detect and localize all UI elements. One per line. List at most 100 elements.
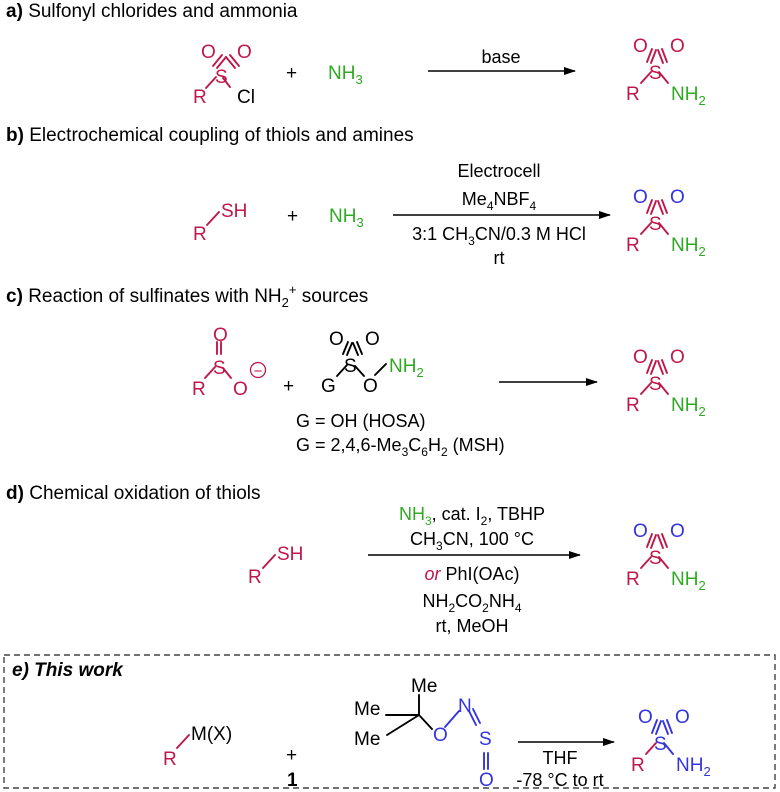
atom-nh2: NH2 [671, 395, 706, 419]
section-a-title: Sulfonyl chlorides and ammonia [28, 1, 298, 22]
bond [657, 534, 664, 549]
compound-number: 1 [287, 770, 298, 791]
section-a: a) Sulfonyl chlorides and ammonia R S O … [6, 1, 706, 108]
bond [468, 710, 477, 726]
bond [657, 200, 664, 215]
atom-s: S [344, 356, 357, 377]
bond [342, 341, 349, 355]
atom-o: O [233, 379, 248, 400]
bond [646, 359, 653, 374]
atom-o: O [670, 347, 685, 368]
atom-s: S [213, 358, 226, 379]
bond [662, 720, 669, 735]
atom-o: O [633, 347, 648, 368]
atom-s: S [649, 214, 662, 235]
atom-o: O [633, 521, 648, 542]
atom-s: S [649, 548, 662, 569]
bond [646, 199, 653, 214]
bond [658, 556, 669, 569]
sulfinate-structure: R S O O − [192, 325, 267, 400]
bond [661, 359, 668, 374]
atom-o: O [213, 325, 228, 346]
bond [663, 742, 674, 755]
condition-temperature-range: -78 °C to rt [516, 770, 603, 790]
note-hosa: G = OH (HOSA) [296, 411, 426, 431]
atom-o: O [329, 329, 344, 350]
condition-ammonium-carbamate: NH2CO2NH4 [422, 591, 521, 615]
sulfonamide-product: R S O O NH2 [626, 347, 706, 419]
bond [646, 533, 653, 548]
atom-r: R [626, 84, 640, 105]
sulfonamide-product: R S O O NH2 [626, 36, 706, 108]
aminating-reagent-structure: G S O O O NH2 [321, 329, 424, 397]
ammonia-reagent: NH3 [328, 63, 363, 87]
organometallic-structure: R M(X) [163, 724, 232, 770]
bond [645, 742, 657, 755]
bond [354, 365, 365, 377]
bond [225, 56, 236, 69]
atom-r: R [248, 567, 262, 588]
atom-r: R [626, 569, 640, 590]
section-c: c) Reaction of sulfinates with NH2+ sour… [6, 282, 706, 459]
section-c-title: Reaction of sulfinates with NH2+ sources [28, 282, 368, 310]
atom-s: S [215, 67, 228, 88]
condition-electrocell: Electrocell [457, 161, 540, 181]
atom-sh: SH [221, 201, 247, 222]
thiol-structure: R SH [193, 201, 247, 245]
bond [336, 364, 348, 377]
section-b: b) Electrochemical coupling of thiols an… [6, 125, 706, 268]
condition-solvent-thf: THF [543, 748, 578, 768]
bond [661, 199, 668, 214]
ammonia-reagent: NH3 [329, 206, 364, 230]
plus-sign: + [286, 63, 297, 84]
atom-g: G [321, 376, 336, 397]
atom-nh2: NH2 [389, 356, 424, 380]
atom-r: R [631, 755, 645, 776]
atom-s: S [479, 729, 492, 750]
condition-electrolyte: Me4NBF4 [462, 189, 537, 213]
bond [229, 54, 240, 67]
atom-o: O [670, 521, 685, 542]
condition-temperature: rt [494, 248, 505, 268]
charge-minus: − [254, 363, 263, 380]
bond [356, 341, 363, 355]
atom-s: S [654, 734, 667, 755]
atom-o: O [675, 707, 690, 728]
condition-oxidant-system: NH3, cat. I2, TBHP [399, 504, 545, 528]
bond [418, 714, 433, 730]
atom-o: O [433, 725, 448, 746]
atom-o: O [363, 376, 378, 397]
bond [352, 342, 359, 356]
atom-sh: SH [277, 544, 303, 565]
atom-o: O [633, 36, 648, 57]
bond [658, 71, 669, 84]
tbuonso-reagent-structure: Me Me Me O N S O [354, 676, 494, 791]
bond [661, 533, 668, 548]
condition-alternative: or PhI(OAc) [424, 564, 519, 584]
atom-o: O [237, 42, 252, 63]
reactant-mx: M(X) [191, 724, 232, 745]
bond [640, 71, 652, 84]
condition-solvent: 3:1 CH3CN/0.3 M HCl [412, 224, 586, 248]
atom-o: O [365, 329, 380, 350]
atom-r: R [192, 379, 206, 400]
atom-cl: Cl [237, 87, 255, 108]
bond [262, 554, 276, 569]
bond [206, 211, 220, 226]
bond [444, 710, 460, 728]
atom-r: R [193, 87, 207, 108]
bond [658, 222, 669, 235]
bond [222, 367, 232, 379]
bond [646, 48, 653, 63]
atom-r: R [193, 224, 207, 245]
atom-r: R [626, 395, 640, 416]
atom-r: R [626, 235, 640, 256]
bond [655, 720, 662, 735]
atom-o: O [201, 42, 216, 63]
section-c-header: c) Reaction of sulfinates with NH2+ sour… [6, 282, 368, 310]
bond [176, 734, 190, 749]
bond [640, 556, 652, 569]
negative-charge-icon [249, 361, 267, 379]
note-msh: G = 2,4,6-Me3C6H2 (MSH) [296, 435, 505, 459]
